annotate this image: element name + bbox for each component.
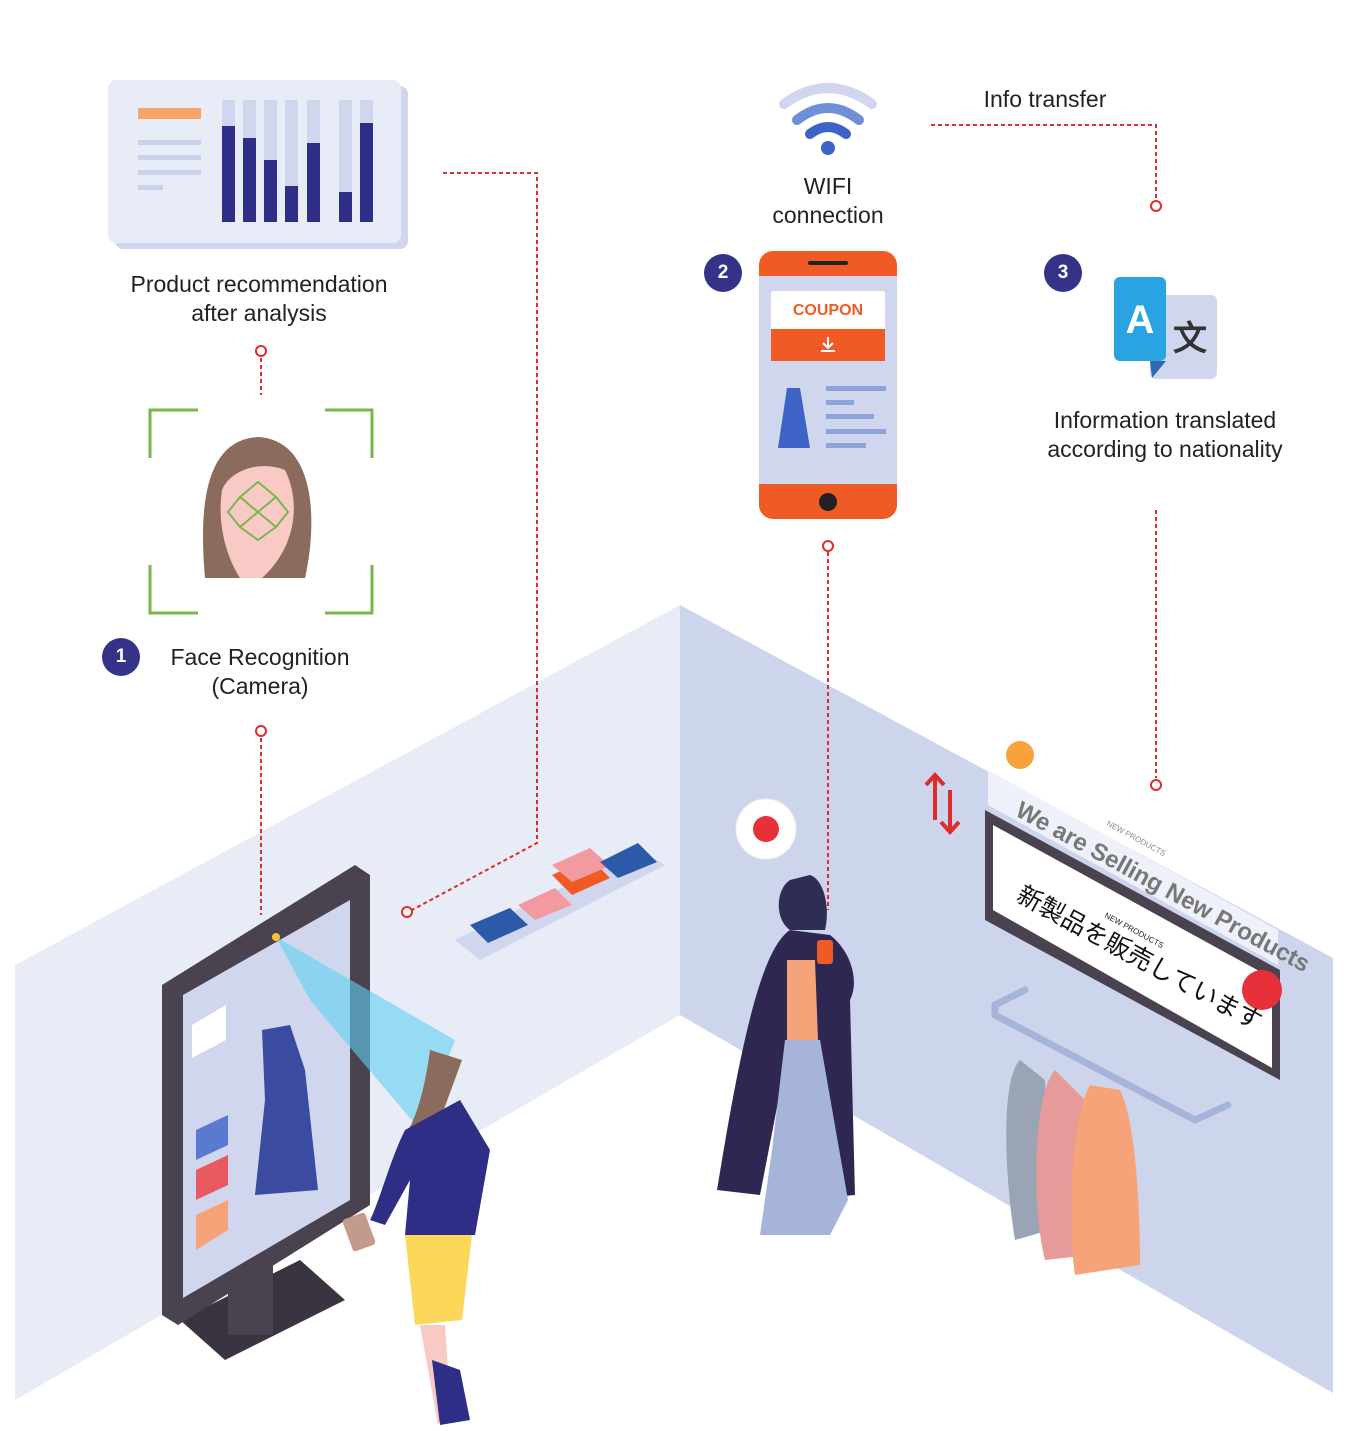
- smart-kiosk: [162, 865, 455, 1360]
- analysis-label-line2: after analysis: [191, 300, 327, 326]
- wifi-label-line2: connection: [772, 202, 884, 228]
- face-scan-icon: [148, 408, 374, 615]
- connector-endpoints: [255, 200, 1162, 918]
- analysis-dashboard-icon: [108, 80, 408, 249]
- phone-icon: [759, 251, 897, 519]
- step-1-badge: 1: [102, 638, 140, 676]
- clothes-rack: [991, 986, 1232, 1275]
- wifi-label: WIFI connection: [738, 172, 918, 230]
- translation-label: Information translated according to nati…: [1010, 406, 1320, 464]
- connector-lines: [260, 124, 1157, 915]
- face-recognition-label-line2: (Camera): [211, 673, 309, 699]
- step-3-badge: 3: [1044, 254, 1082, 292]
- shopper-at-kiosk: [342, 1050, 490, 1425]
- svg-text:文: 文: [1173, 319, 1207, 359]
- analysis-label: Product recommendation after analysis: [100, 270, 418, 328]
- face-recognition-label-line1: Face Recognition: [170, 644, 350, 670]
- analysis-label-line1: Product recommendation: [130, 271, 388, 297]
- translation-label-line2: according to nationality: [1047, 436, 1283, 462]
- step-2-badge: 2: [704, 254, 742, 292]
- download-icon: [821, 337, 835, 352]
- wifi-icon: [779, 83, 877, 155]
- shopper-with-phone: [717, 798, 855, 1235]
- wifi-label-line1: WIFI: [803, 173, 853, 199]
- coupon-label: COUPON: [792, 302, 864, 319]
- translation-label-line1: Information translated: [1053, 407, 1277, 433]
- clothing-shelf: [455, 843, 665, 960]
- face-recognition-label: Face Recognition (Camera): [150, 643, 370, 701]
- face-icon: [202, 437, 312, 578]
- sync-arrows-icon: [924, 772, 961, 835]
- svg-text:A: A: [1126, 298, 1155, 342]
- info-transfer-label: Info transfer: [983, 86, 1107, 112]
- translate-icon: A 文: [1114, 277, 1217, 379]
